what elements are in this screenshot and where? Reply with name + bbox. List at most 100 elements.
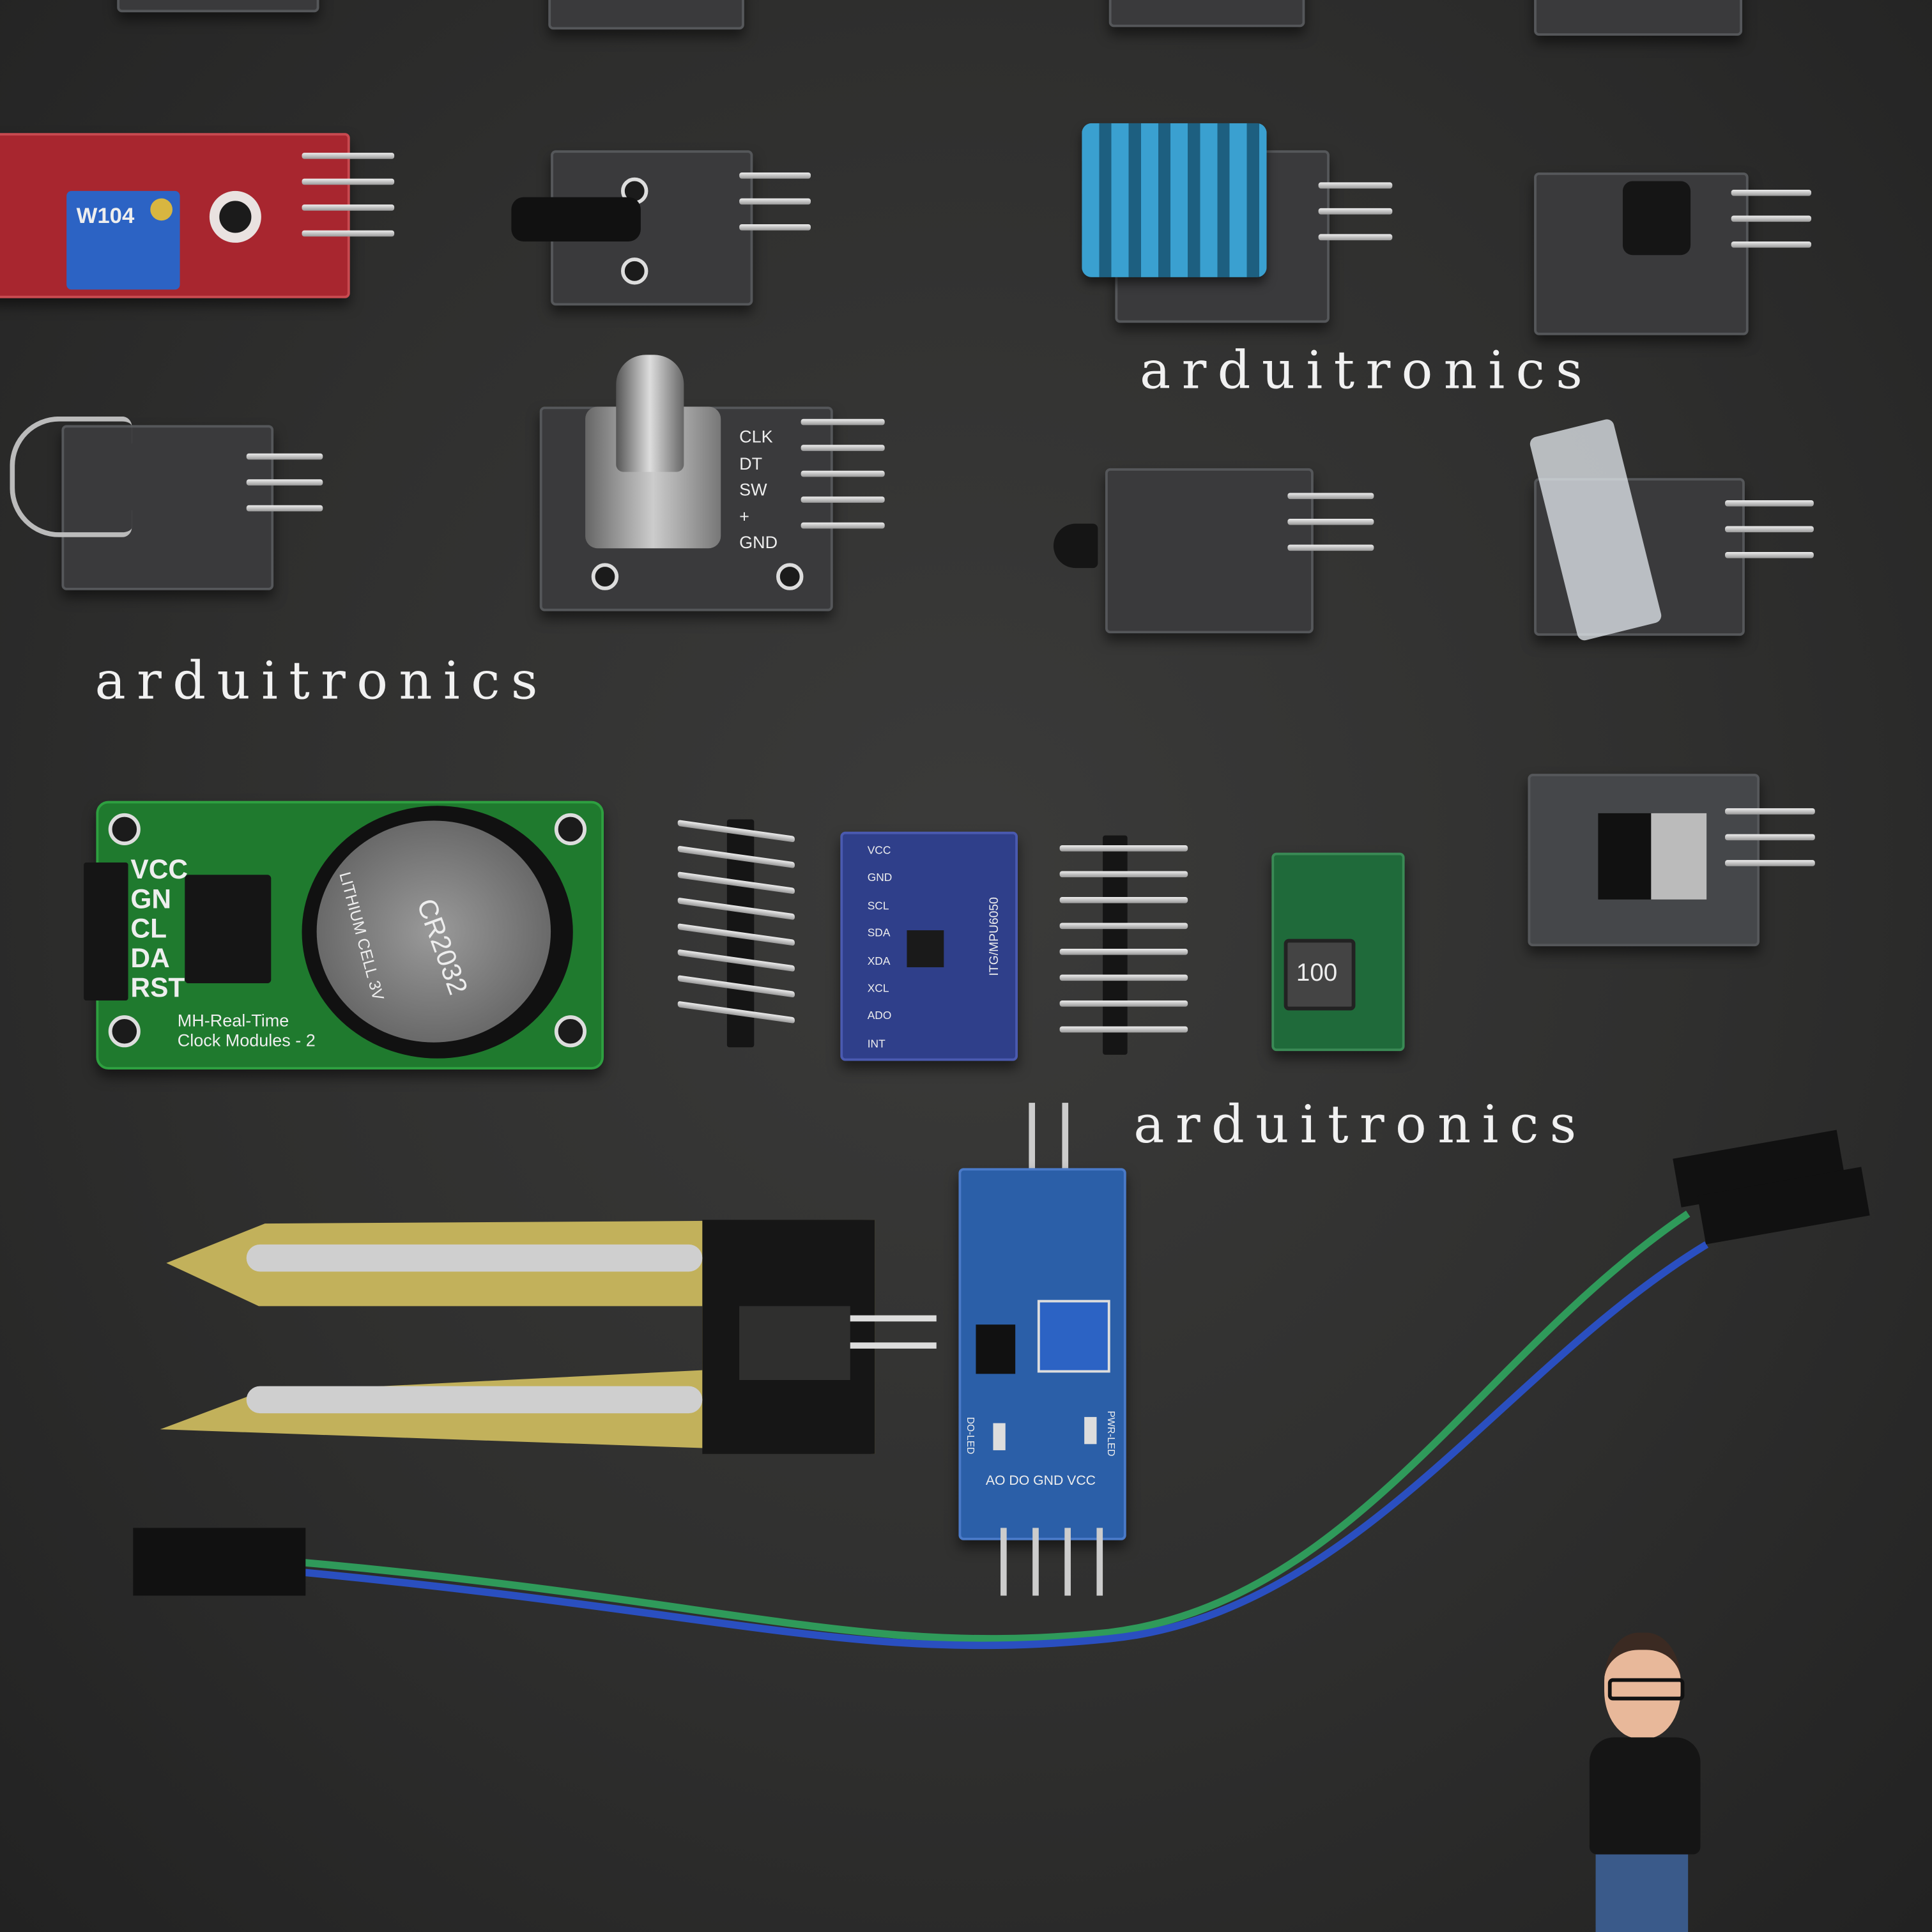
- glasses-icon: [1607, 1678, 1685, 1701]
- potentiometer: W104: [66, 190, 180, 290]
- hole: [621, 257, 648, 285]
- pin-label: VCC: [130, 854, 188, 885]
- partial-module: [548, 0, 744, 30]
- coin-battery: CR2032 LITHIUM CELL 3V: [316, 820, 551, 1043]
- inductor: 100: [1284, 939, 1356, 1011]
- wire-blue: [301, 1241, 1709, 1650]
- rtc-title: MH-Real-Time: [177, 1010, 289, 1031]
- pin-label: GND: [739, 532, 778, 553]
- do-led: [993, 1423, 1006, 1450]
- header-pins: [1725, 500, 1814, 578]
- reed-switch: [10, 416, 132, 537]
- jumper-connector: [1673, 1130, 1846, 1208]
- probe-trace: [246, 1244, 703, 1272]
- pin-labels: AO DO GND VCC: [985, 1473, 1096, 1489]
- pwr-led: [1084, 1416, 1097, 1445]
- bottom-pin: [1032, 1528, 1039, 1596]
- pin-label: GN: [130, 883, 172, 915]
- header-pins: [246, 453, 323, 532]
- tape: [1651, 813, 1707, 900]
- hole: [776, 563, 804, 590]
- jumper-connector: [133, 1528, 306, 1596]
- pin-label: VCC: [867, 844, 891, 857]
- inductor-label: 100: [1296, 960, 1338, 987]
- header-pins: [302, 153, 395, 256]
- bottom-pin: [1096, 1528, 1103, 1596]
- pot-label: W104: [76, 203, 135, 228]
- lm393-chip: [976, 1324, 1016, 1374]
- probe-gap: [739, 1306, 850, 1381]
- buck-converter-module: 100: [1271, 852, 1405, 1052]
- comparator-module: DO-LED PWR-LED AO DO GND VCC: [958, 1168, 1126, 1540]
- pwr-led-label: PWR-LED: [1105, 1411, 1117, 1457]
- ir-receiver-module: [1534, 172, 1749, 335]
- pin-label: DT: [739, 452, 763, 473]
- pin-label: SCL: [867, 899, 889, 912]
- hole: [108, 813, 141, 846]
- do-led-label: DO-LED: [965, 1416, 976, 1455]
- probe-trace: [246, 1386, 703, 1414]
- encoder-knob[interactable]: [616, 355, 684, 472]
- header-pins: [1059, 845, 1188, 1052]
- avatar: [1540, 1627, 1738, 1932]
- mpu-pin-labels: VCC GND SCL SDA XDA XCL ADO INT: [868, 837, 893, 1058]
- pin-label: INT: [867, 1037, 885, 1050]
- pin-label: ADO: [867, 1009, 892, 1022]
- header-pins: [1318, 182, 1393, 260]
- hole: [108, 1015, 141, 1048]
- header-pins: [1287, 493, 1374, 571]
- pin-label: SDA: [867, 926, 891, 940]
- pin-label: +: [739, 505, 749, 526]
- pot-screw: [150, 198, 173, 221]
- rtc-module: VCC GN CL DA RST MH-Real-Time Clock Modu…: [96, 801, 604, 1070]
- hole: [554, 1015, 587, 1048]
- potentiometer[interactable]: [1037, 1300, 1110, 1373]
- wire-green: [301, 1210, 1690, 1643]
- hole: [591, 563, 619, 590]
- sound-sensor-module: W104: [0, 133, 350, 298]
- bottom-pin: [1064, 1528, 1071, 1596]
- tilt-switch-cylinder: [511, 197, 641, 242]
- temperature-sensor-module: [1105, 468, 1314, 634]
- dht11-sensor: [1082, 123, 1267, 277]
- battery-holder: CR2032 LITHIUM CELL 3V: [302, 806, 573, 1059]
- mpu-chip: [907, 930, 944, 967]
- ir-receiver: [1622, 181, 1691, 256]
- pin-label: CLK: [739, 426, 773, 447]
- avatar-jeans: [1595, 1854, 1689, 1932]
- top-pin: [1029, 1103, 1036, 1177]
- partial-module: [1534, 0, 1743, 36]
- header-pins: [801, 418, 885, 549]
- pin-label: SW: [739, 479, 767, 500]
- hole: [554, 813, 587, 846]
- watermark: arduitronics: [1133, 1094, 1588, 1155]
- rtc-subtitle: Clock Modules - 2: [177, 1030, 316, 1050]
- pin-label: RST: [130, 972, 185, 1003]
- pin-label: XDA: [867, 954, 891, 967]
- top-pin: [1062, 1103, 1069, 1177]
- watermark: arduitronics: [95, 650, 549, 711]
- avatar-shirt: [1589, 1737, 1701, 1855]
- pin-label: GND: [867, 871, 893, 884]
- header-pins: [1725, 808, 1815, 886]
- transistor-sensor: [1053, 523, 1098, 569]
- header-pins: [1731, 190, 1812, 268]
- mpu6050-module: VCC GND SCL SDA XDA XCL ADO INT ITG/MPU6…: [840, 831, 1018, 1061]
- interrupter: [1598, 813, 1654, 900]
- jumper-connector: [1697, 1167, 1870, 1245]
- pin-label: XCL: [867, 982, 889, 995]
- header-pins: [739, 172, 811, 250]
- partial-module: [117, 0, 319, 13]
- watermark: arduitronics: [1139, 340, 1594, 401]
- rtc-header: [84, 862, 128, 1001]
- partial-module: [1108, 0, 1305, 27]
- pin-label: CL: [130, 913, 167, 944]
- rtc-title-block: MH-Real-Time Clock Modules - 2: [178, 1010, 316, 1050]
- photo-interrupter-module: [1528, 774, 1760, 947]
- pin-label: DA: [130, 942, 170, 974]
- bottom-pin: [1000, 1528, 1007, 1596]
- ds1307-chip: [185, 875, 272, 984]
- encoder-pin-labels: CLK DT SW + GND: [739, 424, 778, 556]
